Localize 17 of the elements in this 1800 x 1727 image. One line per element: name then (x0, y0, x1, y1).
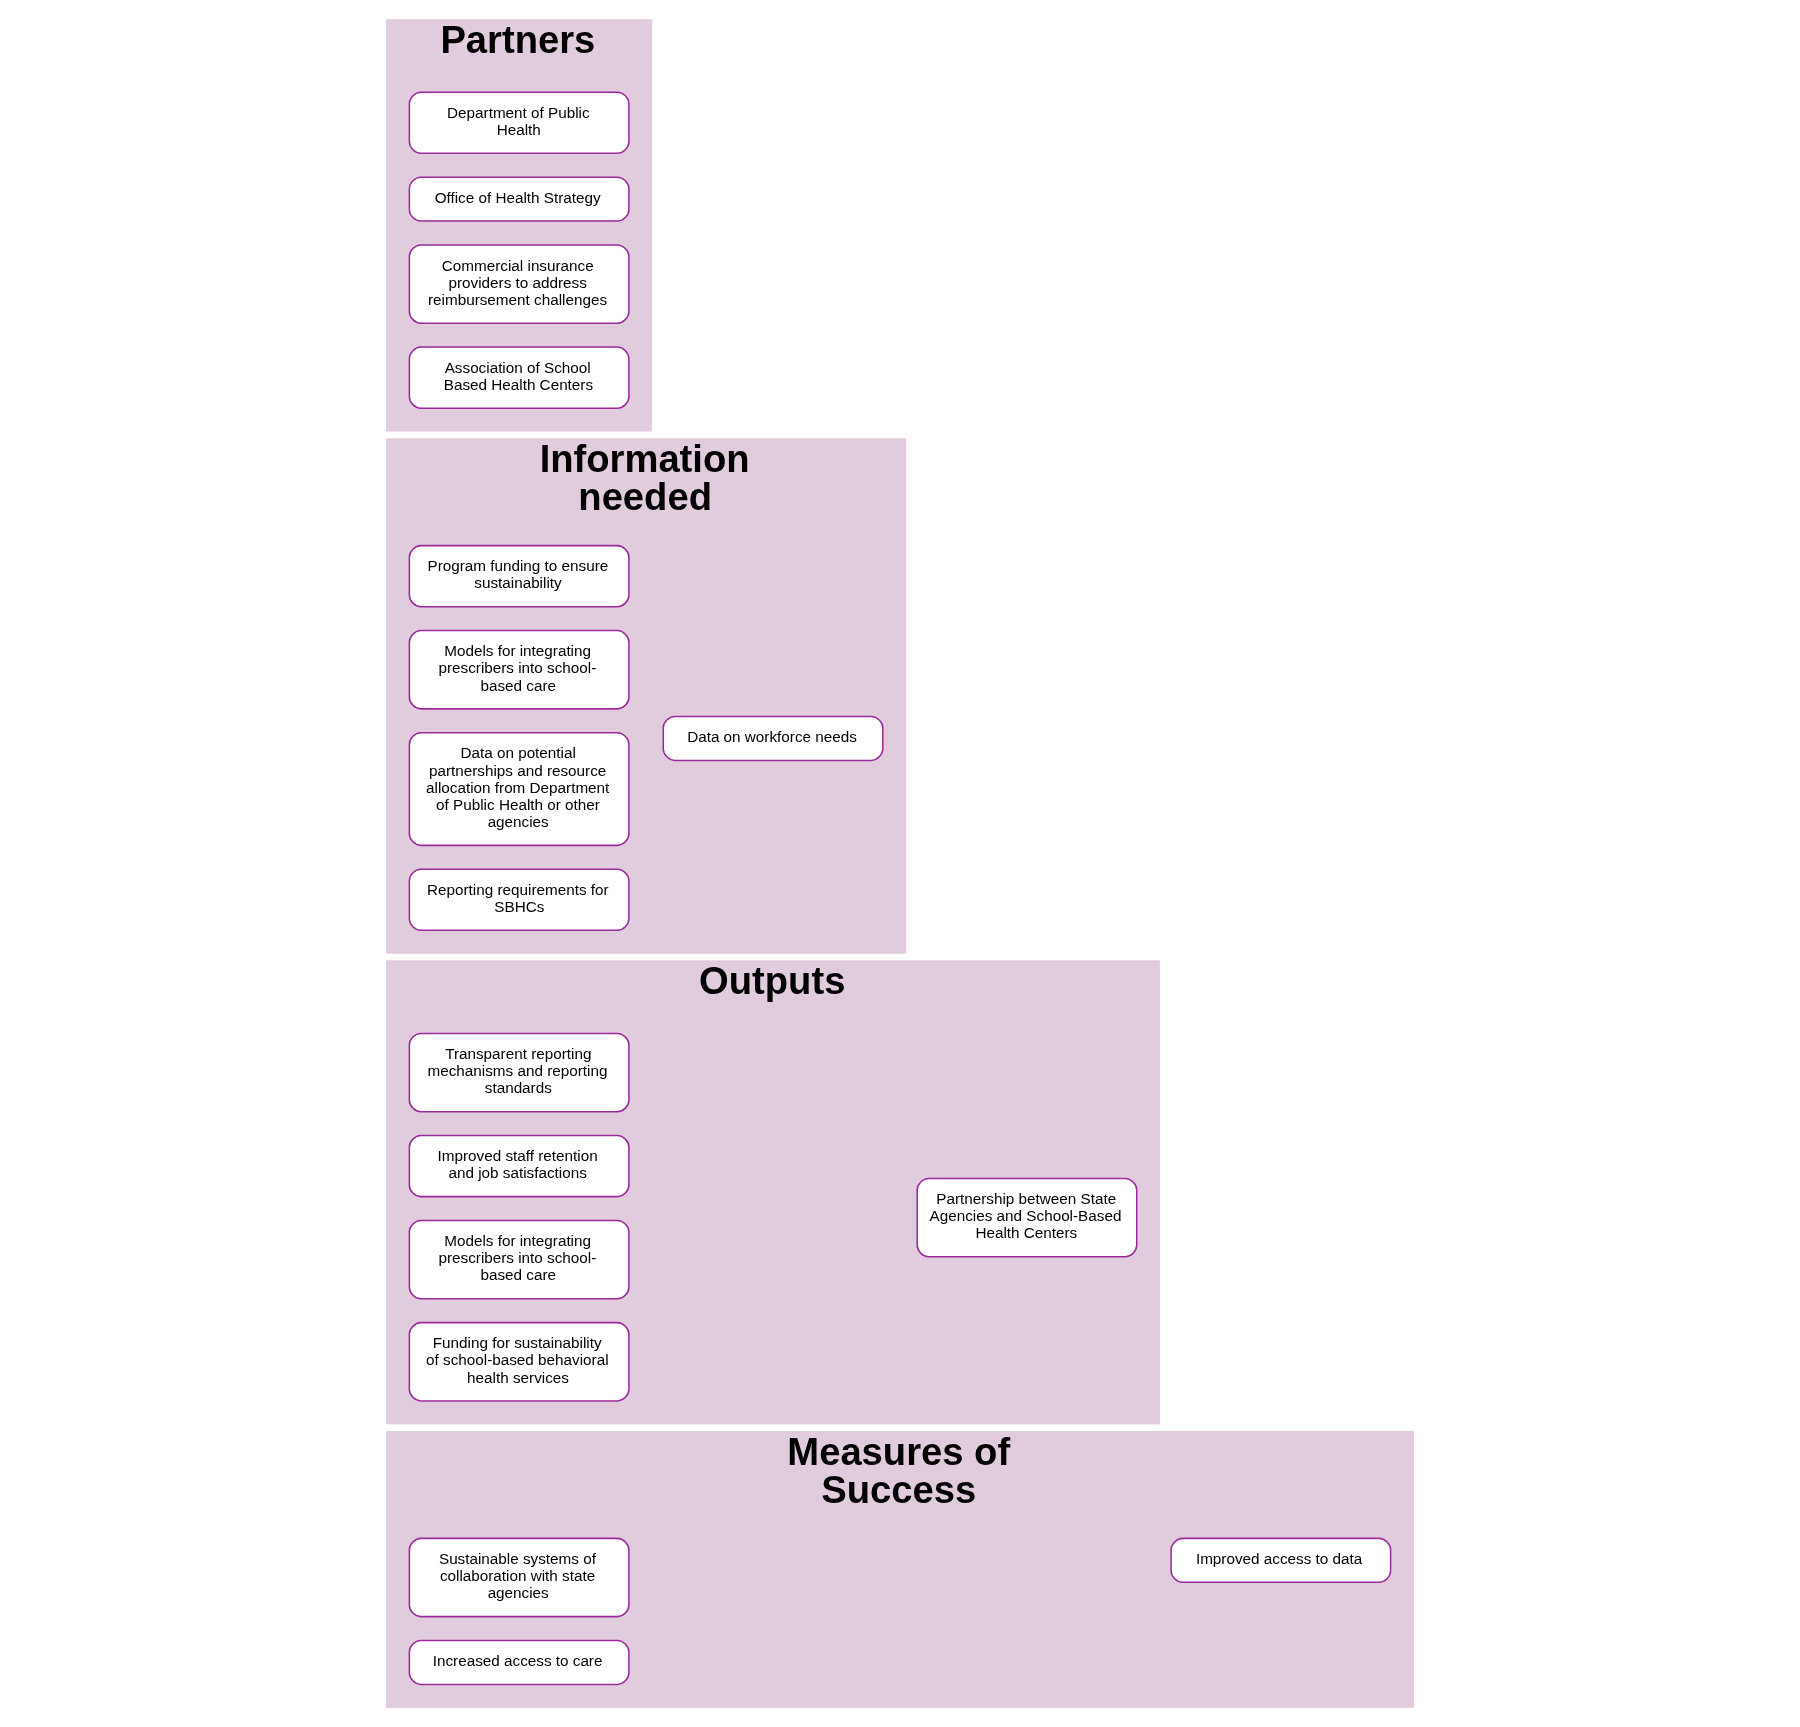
node-box: Transparent reporting mechanisms and reporting standards (408, 1032, 630, 1113)
node-box: Sustainable systems of collaboration with state agencies (408, 1537, 630, 1618)
node-box: Association of School Based Health Centers (408, 346, 630, 409)
node-box: Improved access to data (1170, 1537, 1392, 1584)
node-box: Department of Public Health (408, 91, 630, 155)
node-box: Models for integrating prescribers into school-based care (408, 629, 630, 710)
node-box: Funding for sustainability of school-based behavioral health services (408, 1321, 630, 1402)
node-box: Improved staff retention and job satisfactions (408, 1134, 630, 1198)
node-box: Office of Health Strategy (408, 176, 630, 222)
node-box: Models for integrating prescribers into school-based care (408, 1219, 630, 1300)
node-box: Program funding to ensure sustainability (408, 544, 630, 608)
node-box: Increased access to care (408, 1639, 630, 1686)
node-box: Commercial insurance providers to address reimbursement challenges (408, 244, 630, 324)
node-box: Data on workforce needs (662, 715, 884, 762)
node-box: Reporting requirements for SBHCs (408, 868, 630, 932)
node-box: Data on potential partnerships and resource allocation from Department of Public Health or other agencies (408, 731, 630, 847)
node-box: Partnership between State Agencies and School-Based Health Centers (916, 1177, 1138, 1258)
